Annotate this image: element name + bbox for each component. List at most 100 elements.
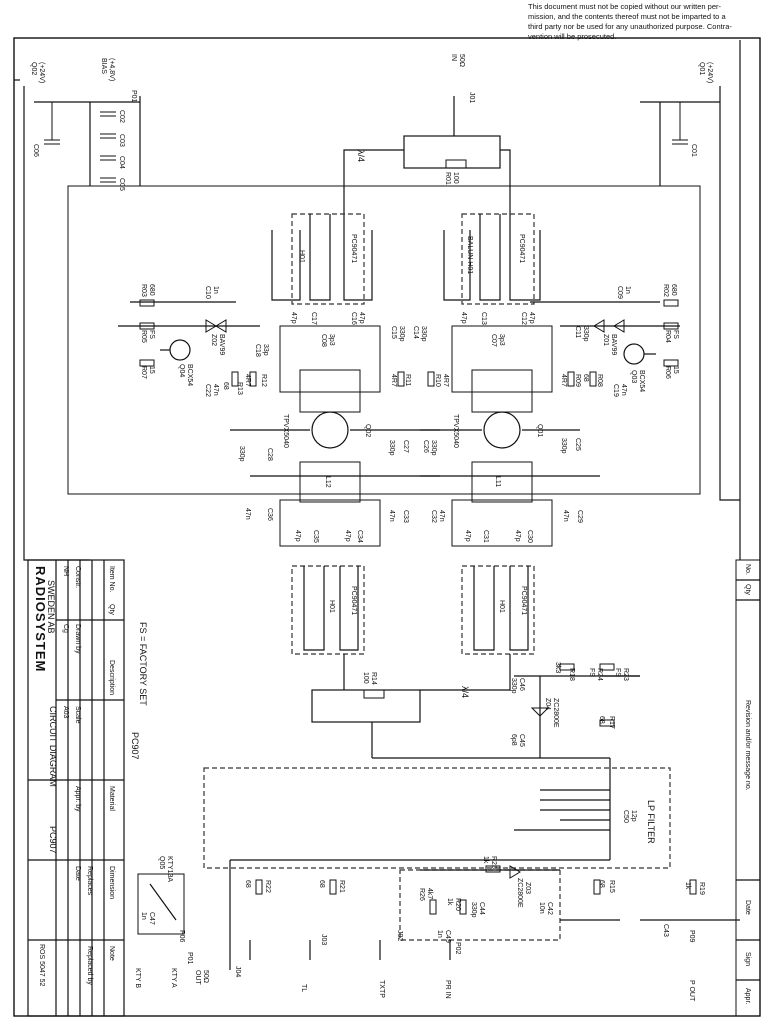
- header-dimension: Dimension: [108, 866, 115, 899]
- label-c15-v: 330p: [398, 326, 405, 342]
- label-p-out: P OUT: [688, 980, 695, 1002]
- label-c35: C35: [312, 530, 319, 543]
- rev-no: No.: [744, 564, 751, 575]
- label-r24: R24: [596, 668, 603, 681]
- label-c07-v: 3p3: [498, 334, 505, 346]
- label-r18-v: 3k3: [554, 662, 561, 673]
- label-c25-v: 330p: [560, 438, 567, 454]
- label-pc-lr: PC90471: [520, 586, 527, 615]
- label-r06-v: 15: [672, 366, 679, 374]
- label-r15: R15: [608, 880, 615, 893]
- label-c13-v: 47p: [460, 312, 467, 324]
- header-description: Description: [108, 660, 115, 695]
- label-q05: Q05: [158, 856, 165, 869]
- label-r14-v: 100: [362, 672, 369, 684]
- label-c47-v: 1n: [140, 912, 147, 920]
- label-r26: R26: [418, 888, 425, 901]
- label-c50-v: 12p: [630, 810, 637, 822]
- label-c16: C16: [350, 312, 357, 325]
- label-c44: C44: [478, 902, 485, 915]
- label-c34-v: 47p: [344, 530, 351, 542]
- company-name: RADIOSYSTEM: [33, 566, 48, 672]
- label-r02: R02: [662, 284, 669, 297]
- label-c31: C31: [482, 530, 489, 543]
- label-c25: C25: [574, 438, 581, 451]
- label-c29-v: 47n: [562, 510, 569, 522]
- label-p01-bottom: P01: [186, 952, 193, 965]
- label-r09-v: 4R7: [560, 374, 567, 387]
- label-c08-v: 3p3: [328, 334, 335, 346]
- label-r14: R14: [370, 672, 377, 685]
- label-c10-v: 1n: [212, 286, 219, 294]
- label-c32: C32: [430, 510, 437, 523]
- label-c27-v: 330p: [388, 440, 395, 456]
- label-h-ll: H01: [328, 600, 335, 613]
- label-h-ur: BALUN H01: [466, 236, 473, 274]
- label-c17: C17: [310, 312, 317, 325]
- label-r21-v: 68: [318, 880, 325, 888]
- label-r08-v: 68: [582, 374, 589, 382]
- label-q01: Q01: [698, 62, 705, 75]
- label-z01: Z01: [602, 334, 609, 346]
- label-r05: R05: [140, 330, 147, 343]
- row-date: Date: [74, 866, 81, 881]
- notice-line-3: third party nor be used for any unauthor…: [528, 22, 732, 31]
- label-in-imp: 50Ω: [458, 54, 465, 67]
- label-q03-t: BCX54: [638, 370, 645, 392]
- label-r11-v: 4R7: [390, 374, 397, 387]
- header-note: Note: [108, 946, 115, 961]
- label-r19-v: 1k: [684, 882, 691, 890]
- label-r20: R20: [454, 898, 461, 911]
- label-bias-v: (+4,8V): [108, 58, 115, 81]
- label-c28-v: 330p: [238, 446, 245, 462]
- label-r15-v: 68: [598, 880, 605, 888]
- label-j02: J02: [396, 930, 403, 941]
- row-constr: Constr.: [74, 566, 81, 588]
- label-r22-v: 68: [244, 880, 251, 888]
- label-c42-v: 10n: [538, 902, 545, 914]
- label-c29: C29: [576, 510, 583, 523]
- label-z03: Z03: [524, 882, 531, 894]
- label-c46-v: 330p: [510, 678, 517, 694]
- label-r17-v: 68: [598, 716, 605, 724]
- label-lp-filter: LP FILTER: [646, 800, 656, 844]
- label-c22-v: 47n: [212, 384, 219, 396]
- label-c13: C13: [480, 312, 487, 325]
- label-pc-ul: PC90471: [350, 234, 357, 263]
- label-c43: C43: [662, 924, 669, 937]
- label-j01: J01: [468, 92, 475, 103]
- label-r10: R10: [434, 374, 441, 387]
- label-c30: C30: [526, 530, 533, 543]
- header-qty: Qty: [108, 604, 115, 615]
- label-c05: C05: [118, 178, 125, 191]
- row-replaces: Replaces: [86, 866, 93, 896]
- label-z03-t: ZC2800E: [516, 878, 523, 908]
- label-c26-v: 330p: [430, 440, 437, 456]
- label-c12: C12: [520, 312, 527, 325]
- label-r02-v: 680: [670, 284, 677, 296]
- label-r01-v: 100: [452, 172, 459, 184]
- label-r20-v: 1k: [446, 898, 453, 906]
- label-c22: C22: [204, 384, 211, 397]
- label-z02: Z02: [210, 334, 217, 346]
- label-ktyb: KTY B: [134, 968, 141, 988]
- label-c12-v: 47p: [528, 312, 535, 324]
- label-r06: R06: [664, 366, 671, 379]
- label-c35-v: 47p: [294, 530, 301, 542]
- label-r24-v: FS: [588, 668, 595, 677]
- label-r07-v: 15: [148, 366, 155, 374]
- label-h-ul: H01: [298, 250, 305, 263]
- header-item: Item No.: [108, 566, 115, 593]
- label-j04: J04: [234, 966, 241, 977]
- row-scale: Scale: [74, 706, 81, 724]
- notice-line-1: This document must not be copied without…: [528, 2, 722, 11]
- label-r03-v: 680: [148, 284, 155, 296]
- rev-qty: Qty: [744, 584, 751, 595]
- label-p02: P02: [454, 942, 461, 955]
- label-c34: C34: [356, 530, 363, 543]
- label-c31-v: 47p: [464, 530, 471, 542]
- label-r05-v: FS: [148, 330, 155, 339]
- label-r10-v: 4R7: [442, 374, 449, 387]
- label-factory-set: FS = FACTORY SET: [138, 622, 148, 706]
- label-c19-v: 47n: [620, 384, 627, 396]
